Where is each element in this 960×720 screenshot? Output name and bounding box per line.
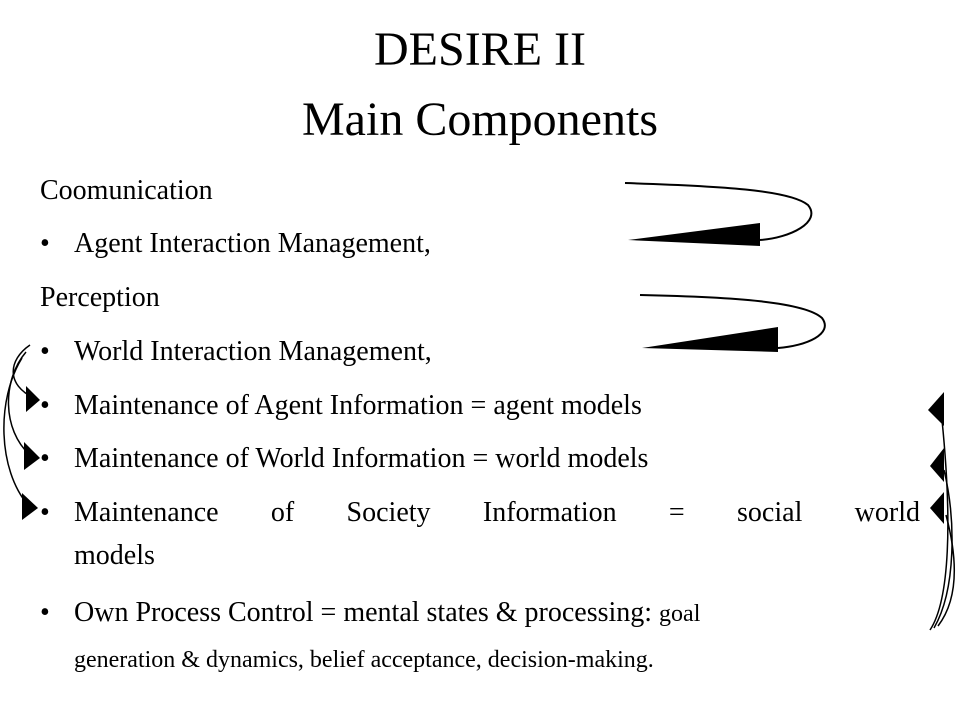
bullet-marker: • <box>40 497 50 528</box>
bullet-own-process-control: Own Process Control = mental states & pr… <box>74 597 700 630</box>
bullet-marker: • <box>40 228 50 259</box>
left-curved-arrows <box>3 344 40 520</box>
slide-title-line1: DESIRE II <box>374 23 586 76</box>
bullet-agent-information: Maintenance of Agent Information = agent… <box>74 390 642 421</box>
bullet-marker: • <box>40 597 50 628</box>
bullet-marker: • <box>40 390 50 421</box>
section-heading-communication: Coomunication <box>40 175 213 206</box>
loop-arrow-perception <box>639 294 826 352</box>
own-process-control-small: goal <box>659 601 701 627</box>
section-heading-perception: Perception <box>40 282 160 313</box>
right-curved-arrows <box>928 392 955 631</box>
bullet-own-process-control-cont: generation & dynamics, belief acceptance… <box>74 647 654 673</box>
slide-title-line2: Main Components <box>302 93 658 146</box>
bullet-society-information-cont: models <box>74 540 155 571</box>
bullet-marker: • <box>40 336 50 367</box>
own-process-control-main: Own Process Control = mental states & pr… <box>74 597 653 628</box>
loop-arrow-communication <box>624 182 813 246</box>
bullet-world-interaction: World Interaction Management, <box>74 336 432 367</box>
bullet-marker: • <box>40 443 50 474</box>
bullet-society-information: Maintenance of Society Information = soc… <box>74 497 920 528</box>
bullet-world-information: Maintenance of World Information = world… <box>74 443 649 474</box>
bullet-agent-interaction: Agent Interaction Management, <box>74 228 431 259</box>
